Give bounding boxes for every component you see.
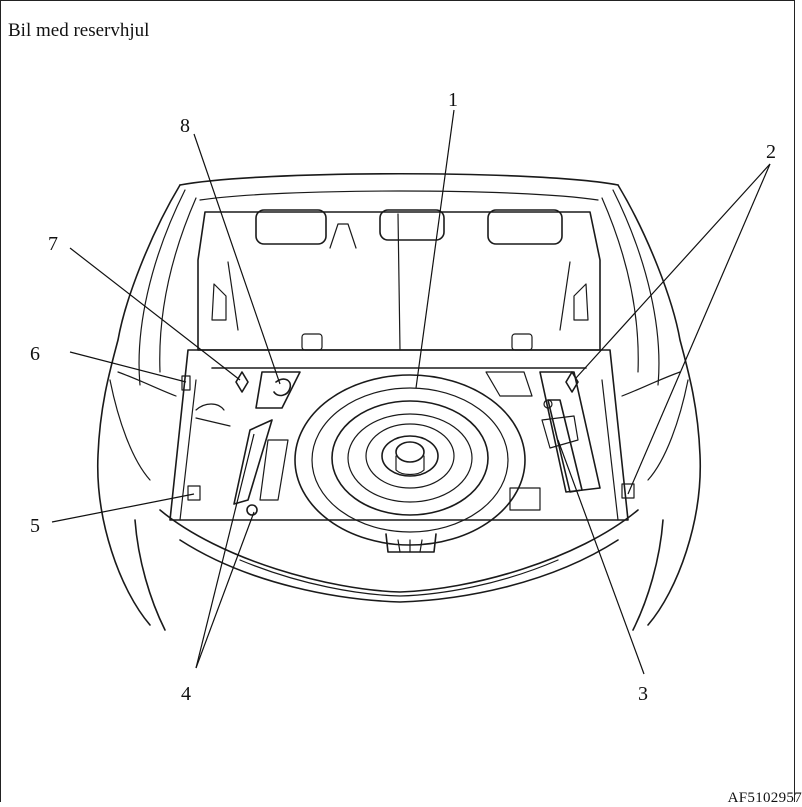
callout-5: 5	[30, 515, 40, 537]
callout-labels: 1 2 3 4 5 6 7 8	[30, 89, 776, 705]
leader-8	[193, 133, 281, 385]
left-tool-tray	[233, 371, 301, 516]
leader-2a	[575, 163, 771, 379]
leader-lines	[51, 109, 771, 675]
rear-seats	[197, 209, 601, 351]
leader-3	[557, 439, 645, 675]
spare-wheel	[294, 374, 526, 553]
callout-8: 8	[180, 115, 190, 137]
leader-6	[69, 351, 187, 383]
figure-code: AF5102957	[727, 790, 802, 806]
leader-5	[51, 493, 195, 523]
car-body	[96, 172, 702, 631]
callout-1: 1	[448, 89, 458, 111]
leader-2b	[627, 163, 771, 495]
callout-3: 3	[638, 683, 648, 705]
leader-4a	[195, 433, 255, 669]
leader-1	[415, 109, 455, 389]
figure-title: Bil med reservhjul	[8, 20, 150, 41]
jack	[485, 371, 601, 511]
callout-7: 7	[48, 233, 58, 255]
leader-4b	[195, 511, 255, 669]
callout-2: 2	[766, 141, 776, 163]
leader-7	[69, 247, 241, 381]
callout-4: 4	[181, 683, 191, 705]
callout-6: 6	[30, 343, 40, 365]
